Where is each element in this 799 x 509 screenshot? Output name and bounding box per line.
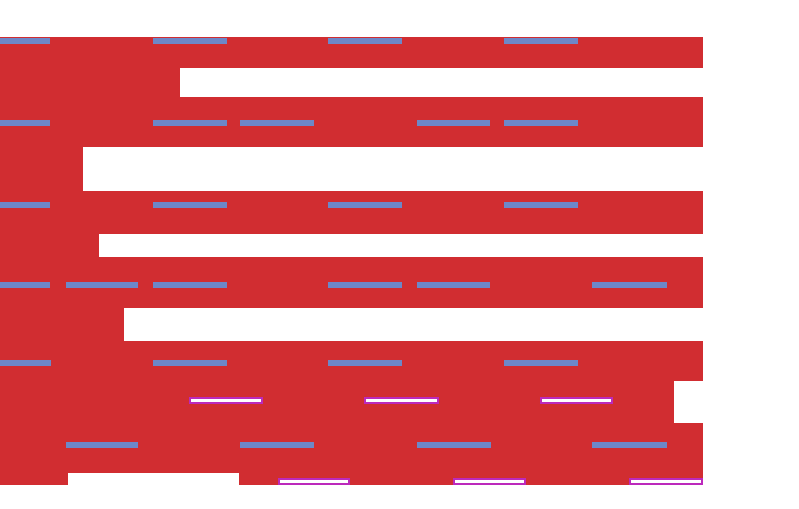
link-underline[interactable] <box>153 38 227 44</box>
link-underline[interactable] <box>328 38 402 44</box>
link-underline[interactable] <box>592 282 667 288</box>
highlighted-link-underline[interactable] <box>278 478 350 485</box>
text-block <box>0 308 124 341</box>
link-underline[interactable] <box>0 282 50 288</box>
text-block <box>0 147 83 191</box>
link-underline[interactable] <box>66 442 138 448</box>
link-underline[interactable] <box>417 282 490 288</box>
link-underline[interactable] <box>592 442 667 448</box>
text-block <box>0 191 703 234</box>
highlighted-link-underline[interactable] <box>189 397 263 404</box>
link-underline[interactable] <box>153 120 227 126</box>
link-underline[interactable] <box>153 360 227 366</box>
link-underline[interactable] <box>0 202 50 208</box>
text-block <box>0 68 180 97</box>
highlighted-link-underline[interactable] <box>540 397 613 404</box>
link-underline[interactable] <box>240 120 314 126</box>
text-block <box>0 97 703 147</box>
highlighted-link-underline[interactable] <box>364 397 439 404</box>
link-underline[interactable] <box>0 120 50 126</box>
line-gap-cutout <box>68 473 239 485</box>
link-underline[interactable] <box>153 282 227 288</box>
link-underline[interactable] <box>0 38 50 44</box>
link-underline[interactable] <box>240 442 314 448</box>
link-underline[interactable] <box>504 202 578 208</box>
text-block <box>0 234 99 257</box>
link-underline[interactable] <box>0 360 51 366</box>
link-underline[interactable] <box>417 120 490 126</box>
link-underline[interactable] <box>417 442 491 448</box>
link-underline[interactable] <box>153 202 227 208</box>
highlighted-link-underline[interactable] <box>629 478 703 485</box>
link-underline[interactable] <box>504 360 578 366</box>
link-underline[interactable] <box>66 282 138 288</box>
highlighted-link-underline[interactable] <box>453 478 526 485</box>
link-underline[interactable] <box>328 360 402 366</box>
link-underline[interactable] <box>504 38 578 44</box>
link-underline[interactable] <box>504 120 578 126</box>
link-underline[interactable] <box>328 282 402 288</box>
line-gap-cutout <box>674 381 703 423</box>
link-underline[interactable] <box>328 202 402 208</box>
